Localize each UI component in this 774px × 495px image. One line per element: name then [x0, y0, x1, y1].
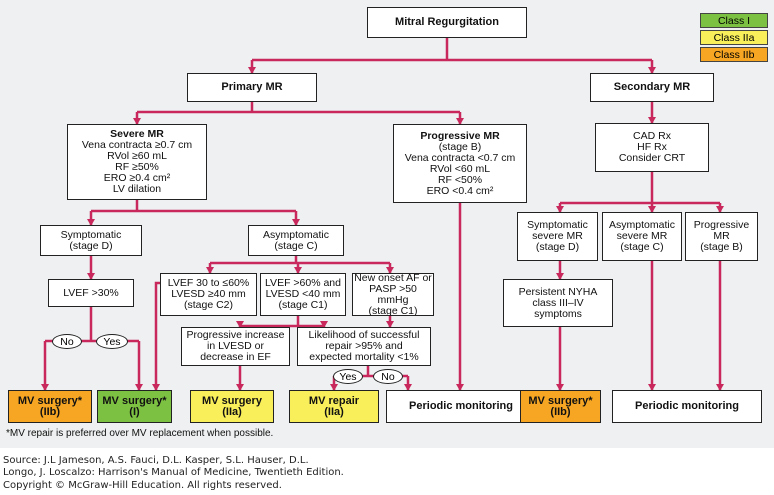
decision-no-lvef: No: [52, 334, 82, 349]
outcome-mv-surgery-iib-2: MV surgery*(IIb): [520, 390, 601, 423]
source-line: Source: J.L Jameson, A.S. Fauci, D.L. Ka…: [3, 455, 309, 466]
node-stage-c2: LVEF 30 to ≤60%LVESD ≥40 mm(stage C2): [160, 273, 257, 316]
legend-class-iia: Class IIa: [700, 30, 768, 45]
legend-class-i: Class I: [700, 13, 768, 28]
node-cad-rx: CAD Rx HF Rx Consider CRT: [595, 123, 709, 172]
prog-line: RVol <60 mL: [429, 162, 491, 175]
source-line: Longo, J. Loscalzo: Harrison's Manual of…: [3, 467, 344, 479]
node-lvef-30: LVEF >30%: [48, 279, 134, 307]
prog-line: (stage B): [438, 140, 482, 153]
decision-yes-lvef: Yes: [96, 334, 128, 349]
source-line: Copyright © McGraw-Hill Education. All r…: [3, 479, 282, 491]
node-mitral-regurgitation: Mitral Regurgitation: [367, 7, 527, 38]
decision-yes-repair: Yes: [333, 369, 363, 384]
severe-line: LV dilation: [112, 183, 162, 195]
prog-line: ERO <0.4 cm²: [426, 184, 494, 197]
flowchart-connectors: [41, 38, 724, 391]
node-asymptomatic-stage-c: Asymptomatic(stage C): [248, 225, 344, 256]
node-symptomatic-stage-d: Symptomatic(stage D): [40, 225, 142, 256]
prog-line: Vena contracta <0.7 cm: [404, 151, 516, 164]
severe-line: ERO ≥0.4 cm²: [103, 172, 171, 184]
prog-title: Progressive MR: [420, 129, 500, 142]
outcome-periodic-monitoring-secondary: Periodic monitoring: [612, 390, 762, 423]
node-severe-mr: Severe MR Vena contracta ≥0.7 cm RVol ≥6…: [67, 124, 207, 200]
severe-line: RF ≥50%: [115, 161, 159, 173]
node-primary-mr: Primary MR: [187, 73, 317, 102]
legend-class-iib: Class IIb: [700, 47, 768, 62]
outcome-mv-surgery-i: MV surgery*(I): [97, 390, 172, 423]
severe-title: Severe MR: [110, 128, 164, 140]
footnote: *MV repair is preferred over MV replacem…: [6, 428, 274, 439]
outcome-periodic-monitoring-primary: Periodic monitoring: [386, 390, 536, 423]
node-progressive-mr: Progressive MR (stage B) Vena contracta …: [393, 124, 527, 203]
severe-line: Vena contracta ≥0.7 cm: [81, 139, 193, 151]
source-citation: Source: J.L Jameson, A.S. Fauci, D.L. Ka…: [3, 455, 344, 492]
decision-no-repair: No: [373, 369, 403, 384]
node-secondary-mr: Secondary MR: [590, 73, 714, 102]
severe-line: RVol ≥60 mL: [107, 150, 167, 162]
outcome-mv-surgery-iib-1: MV surgery*(IIb): [8, 390, 92, 423]
prog-line: RF <50%: [437, 173, 483, 186]
outcome-mv-surgery-iia: MV surgery(IIa): [190, 390, 274, 423]
outcome-mv-repair-iia: MV repair(IIa): [289, 390, 379, 423]
